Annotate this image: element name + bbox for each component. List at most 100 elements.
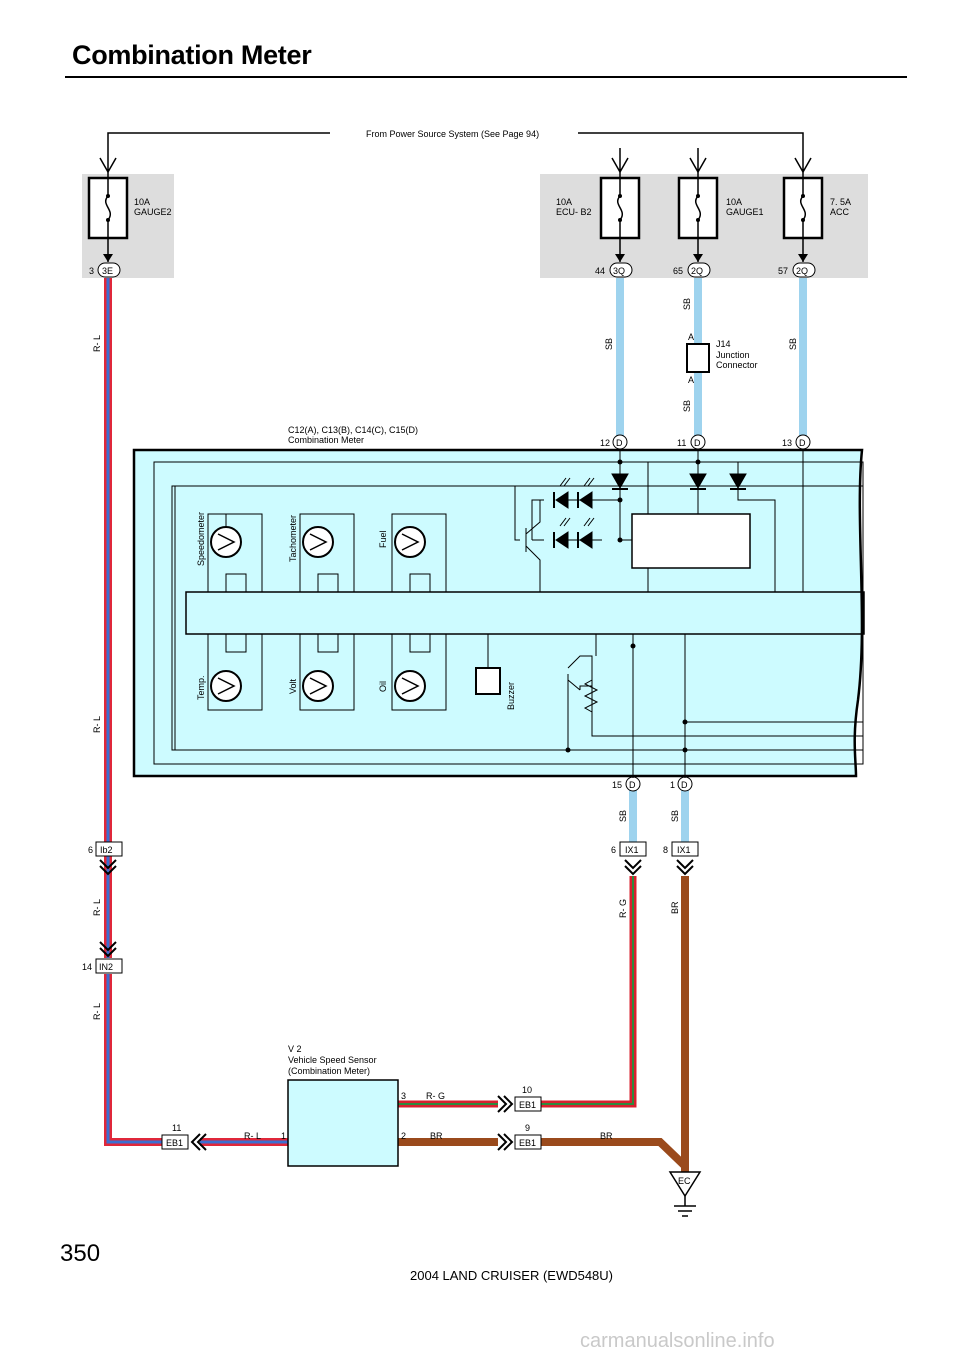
title-rule: [65, 76, 907, 78]
br-label-sensor: BR: [430, 1131, 443, 1141]
meter-bottom-pins: 15 D 1 D: [612, 776, 693, 792]
svg-text:A: A: [688, 332, 694, 342]
gauge-speedometer: [207, 513, 263, 592]
rl-label-3: R- L: [92, 899, 102, 916]
svg-text:44: 44: [595, 266, 605, 276]
gauge-label-oil: Oil: [378, 681, 388, 692]
rl-label-1: R- L: [92, 335, 102, 352]
fuse-acc-rating: 7. 5A: [830, 197, 851, 207]
fuse-gauge2: [87, 172, 129, 262]
rl-label-2: R- L: [92, 716, 102, 733]
gauge-label-fuel: Fuel: [378, 530, 388, 548]
source-arrows: [99, 148, 812, 174]
gauge-label-temp: Temp.: [196, 675, 206, 700]
fuse-acc-name: ACC: [830, 207, 850, 217]
gauge-fuel: [391, 513, 447, 592]
meter-header-2: Combination Meter: [288, 435, 364, 445]
svg-text:EB1: EB1: [519, 1138, 536, 1148]
svg-text:D: D: [616, 438, 623, 448]
svg-text:D: D: [799, 438, 806, 448]
svg-text:6: 6: [88, 845, 93, 855]
rl-label-5: R- L: [244, 1131, 261, 1141]
svg-text:IX1: IX1: [625, 845, 639, 855]
fuse-ecu-b2: [599, 172, 641, 262]
sb-wires: [616, 278, 807, 842]
connector-eb1-b: 10 EB1: [497, 1085, 542, 1113]
svg-text:10: 10: [522, 1085, 532, 1095]
svg-text:EB1: EB1: [166, 1138, 183, 1148]
svg-text:2Q: 2Q: [796, 266, 808, 276]
watermark: carmanualsonline.info: [580, 1330, 775, 1352]
connector-ix1-a: 6 IX1: [611, 841, 647, 876]
svg-text:1: 1: [670, 780, 675, 790]
fuse-gauge1-rating: 10A: [726, 197, 742, 207]
connector-in2: 14 IN2: [82, 941, 123, 974]
svg-text:14: 14: [82, 962, 92, 972]
fuse-ecu-b2-name: ECU- B2: [556, 207, 592, 217]
svg-text:3Q: 3Q: [613, 266, 625, 276]
sb-label-gauge1-bottom: SB: [682, 400, 692, 412]
svg-text:6: 6: [611, 845, 616, 855]
svg-text:11: 11: [172, 1123, 181, 1133]
gauge-label-speedometer: Speedometer: [196, 512, 206, 566]
gauge-temp: [207, 634, 263, 711]
sensor-pin-1: 1: [281, 1131, 286, 1141]
rl-label-4: R- L: [92, 1003, 102, 1020]
svg-text:13: 13: [782, 438, 792, 448]
svg-text:EB1: EB1: [519, 1100, 536, 1110]
svg-text:Connector: Connector: [716, 360, 758, 370]
br-wire: [398, 876, 689, 1178]
br-label-vertical: BR: [670, 901, 680, 914]
gauge-volt: [299, 634, 355, 711]
sb-label-ecu: SB: [604, 338, 614, 350]
sensor-line1: Vehicle Speed Sensor: [288, 1055, 377, 1065]
svg-text:8: 8: [663, 845, 668, 855]
rg-label-vertical: R- G: [618, 899, 628, 918]
footer-model: 2004 LAND CRUISER (EWD548U): [410, 1268, 614, 1283]
sb-label-gauge1-top: SB: [682, 298, 692, 310]
svg-text:Ib2: Ib2: [100, 845, 113, 855]
power-source-note: From Power Source System (See Page 94): [366, 129, 539, 139]
svg-text:A: A: [688, 375, 694, 385]
sensor-id: V 2: [288, 1044, 302, 1054]
meter-header-1: C12(A), C13(B), C14(C), C15(D): [288, 425, 418, 435]
br-label-ground: BR: [600, 1131, 613, 1141]
svg-text:2Q: 2Q: [691, 266, 703, 276]
combination-meter-body: [132, 448, 864, 778]
fuse-gauge2-rating: 10A: [134, 197, 150, 207]
power-source-line: [107, 132, 804, 150]
svg-text:65: 65: [673, 266, 683, 276]
meter-diodes: [611, 473, 747, 490]
svg-text:IX1: IX1: [677, 845, 691, 855]
svg-text:57: 57: [778, 266, 788, 276]
buzzer-icon: [475, 667, 501, 695]
page-number: 350: [60, 1240, 101, 1267]
rg-label-horizontal: R- G: [426, 1091, 445, 1101]
svg-text:3E: 3E: [102, 266, 113, 276]
gauge-label-volt: Volt: [288, 678, 298, 694]
gauge-label-tachometer: Tachometer: [288, 515, 298, 562]
gauge-tachometer: [299, 513, 355, 592]
connector-eb1-c: 9 EB1: [497, 1123, 542, 1151]
sensor-pin-3: 3: [401, 1091, 406, 1101]
svg-text:11: 11: [677, 438, 686, 448]
meter-leds: [553, 477, 595, 549]
fuse-gauge1-name: GAUGE1: [726, 207, 764, 217]
svg-text:Junction: Junction: [716, 350, 750, 360]
sb-label-acc: SB: [788, 338, 798, 350]
fuse-connectors: 3 3E 44 3Q 65 2Q 57 2Q: [89, 262, 816, 278]
page-title: Combination Meter: [72, 40, 312, 70]
svg-text:J14: J14: [716, 339, 731, 349]
meter-internal-wiring: [153, 449, 865, 778]
sb-label-pin1: SB: [670, 810, 680, 822]
rg-wire: [398, 876, 637, 1108]
fuse-gauge2-name: GAUGE2: [134, 207, 172, 217]
svg-text:15: 15: [612, 780, 622, 790]
svg-text:IN2: IN2: [99, 962, 113, 972]
sb-label-pin15: SB: [618, 810, 628, 822]
svg-text:D: D: [681, 780, 688, 790]
svg-text:EC: EC: [678, 1176, 691, 1186]
meter-control-ic: [631, 513, 751, 569]
gauge-oil: [391, 634, 447, 711]
